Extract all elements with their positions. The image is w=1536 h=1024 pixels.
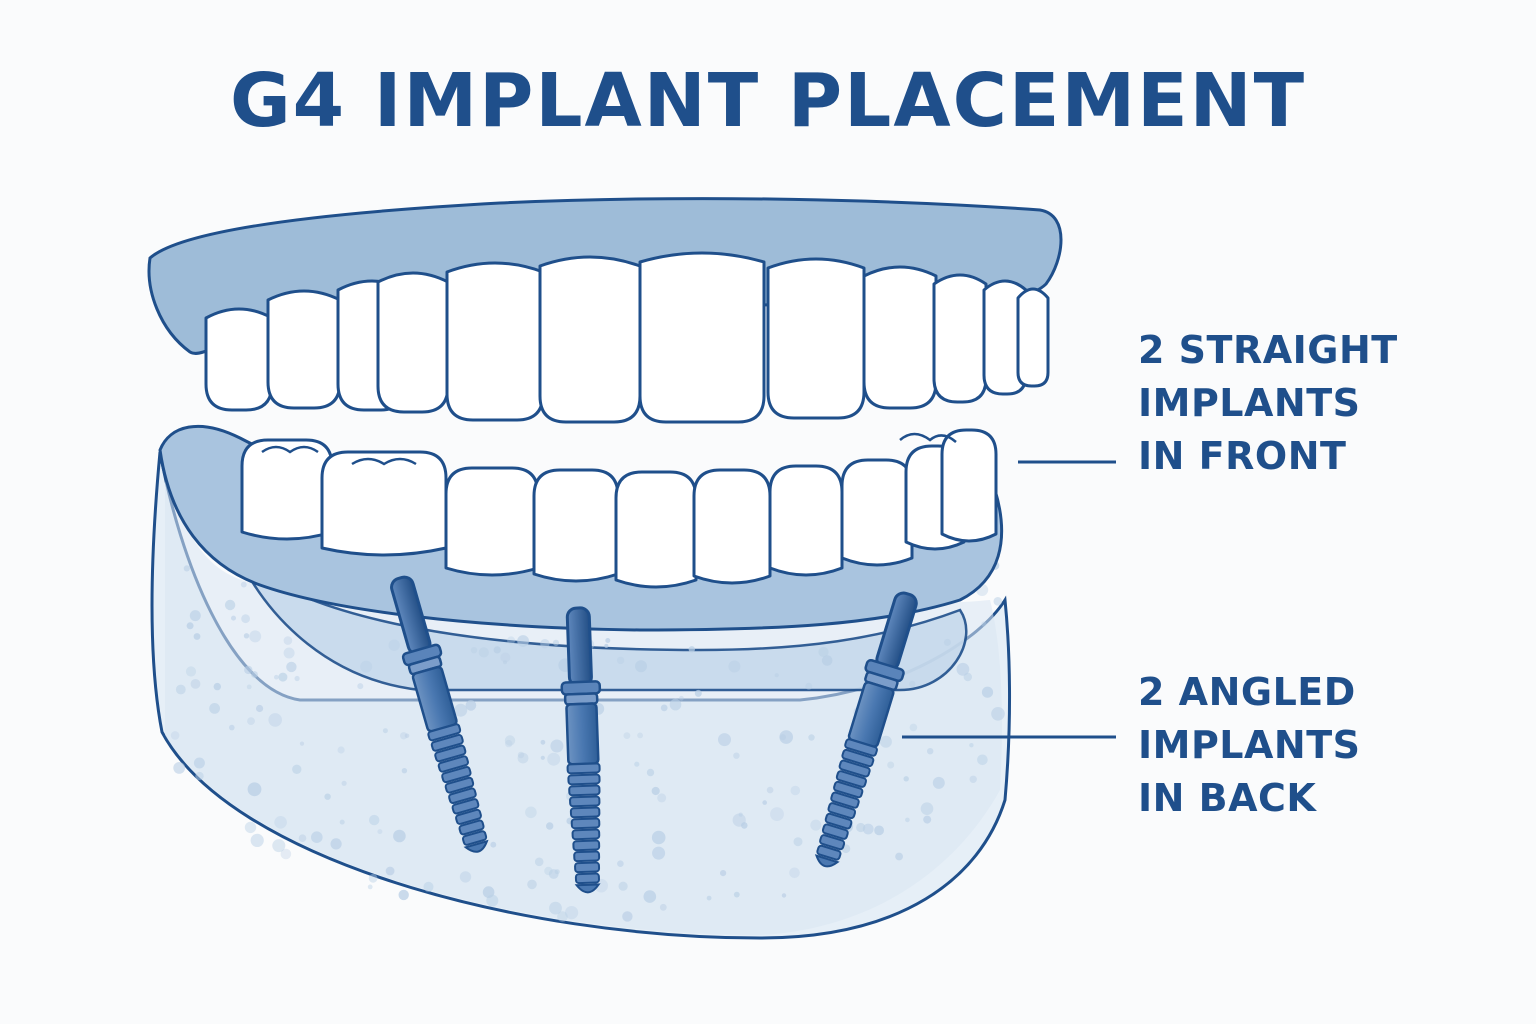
molar-cusp (351, 457, 417, 466)
implant-threads (427, 723, 488, 846)
upper-tooth (982, 279, 1028, 396)
molar-cusp (899, 432, 957, 443)
upper-teeth (204, 251, 1050, 424)
implant-body (565, 702, 600, 766)
callout-line: IN FRONT (1138, 434, 1347, 478)
upper-tooth (766, 257, 866, 420)
upper-tooth (376, 271, 450, 414)
lower-tooth (840, 458, 914, 567)
lower-tooth (768, 464, 844, 577)
lower-tooth (320, 450, 448, 557)
upper-tooth (1016, 287, 1050, 388)
implant-threads (816, 738, 878, 861)
implants (390, 575, 918, 894)
callout-line: IMPLANTS (1138, 723, 1361, 767)
implant-tip (814, 854, 840, 868)
lower-tooth (614, 470, 698, 589)
upper-tooth (266, 289, 342, 410)
upper-tooth (638, 251, 766, 424)
callout-line: IMPLANTS (1138, 381, 1361, 425)
implant-tip (574, 883, 601, 894)
implant-tip (463, 839, 489, 853)
lower-tooth (692, 468, 772, 585)
lower-teeth (240, 428, 998, 589)
diagram-title: G4 IMPLANT PLACEMENT (229, 58, 1307, 144)
upper-tooth (932, 273, 988, 404)
front-implants-callout: 2 STRAIGHT IMPLANTS IN FRONT (1138, 324, 1518, 483)
implant-threads (566, 762, 601, 885)
lower-tooth (940, 428, 998, 543)
upper-tooth (445, 261, 545, 422)
upper-tooth (204, 307, 274, 412)
lower-tooth (444, 466, 540, 577)
lower-tooth (532, 468, 620, 583)
implant-left-angled (390, 575, 489, 853)
implant-center-straight (560, 606, 602, 894)
implant-abutment (565, 606, 593, 688)
back-implants-callout: 2 ANGLED IMPLANTS IN BACK (1138, 666, 1518, 825)
implant-right-angled (814, 591, 918, 868)
callout-line: IN BACK (1138, 776, 1317, 820)
upper-tooth (538, 255, 642, 424)
molar-cusp (261, 445, 319, 454)
lower-tooth (240, 438, 334, 541)
callout-line: 2 ANGLED (1138, 670, 1356, 714)
upper-tooth (862, 265, 938, 410)
callout-line: 2 STRAIGHT (1138, 328, 1398, 372)
